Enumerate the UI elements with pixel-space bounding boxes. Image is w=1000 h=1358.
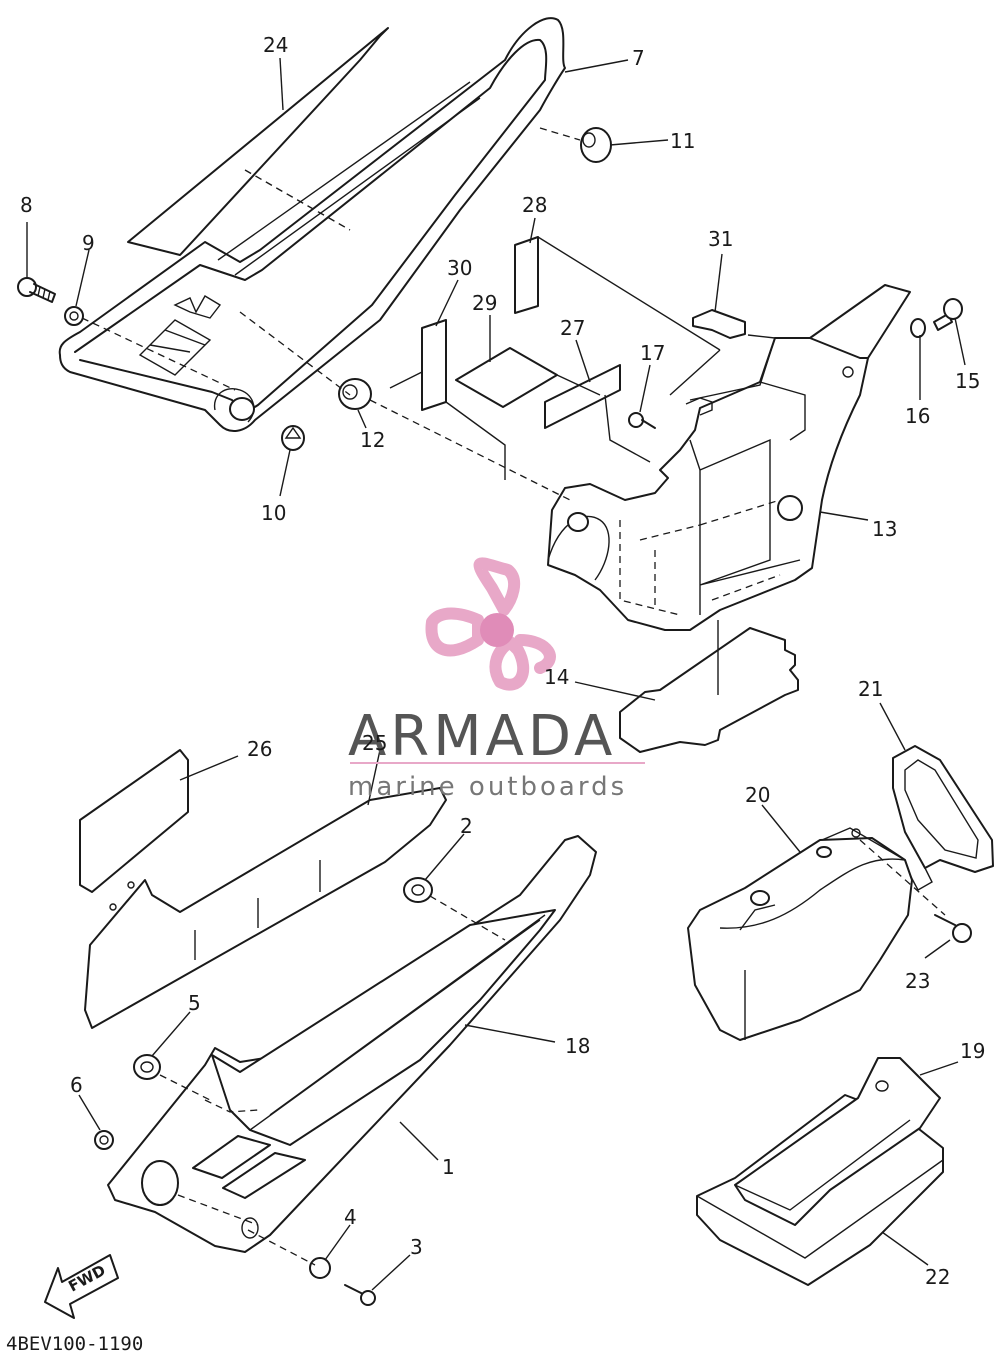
callout-5: 5: [188, 991, 201, 1015]
brand-name: ARMADA: [348, 704, 616, 769]
part-code: 4BEV100-1190: [6, 1333, 143, 1355]
part-11-grommet: [580, 127, 612, 163]
part-20-tool-bag: [687, 827, 913, 1041]
part-16-washer: [910, 318, 926, 338]
callout-2: 2: [460, 814, 473, 838]
callout-1: 1: [442, 1155, 455, 1179]
part-29-pad: [455, 347, 558, 408]
part-9-washer: [64, 306, 84, 326]
part-17-bolt: [628, 412, 656, 429]
part-1-side-cover: [107, 835, 597, 1253]
part-2-grommet: [403, 877, 433, 903]
callout-18: 18: [565, 1034, 590, 1058]
part-12-grommet: [338, 378, 372, 410]
callout-26: 26: [247, 737, 272, 761]
callout-16: 16: [905, 404, 930, 428]
callout-17: 17: [640, 341, 665, 365]
part-13-battery-box: [547, 284, 911, 631]
callout-8: 8: [20, 193, 33, 217]
armada-watermark: ARMADA marine outboards: [348, 557, 645, 802]
callout-21: 21: [858, 677, 883, 701]
callout-24: 24: [263, 33, 288, 57]
propeller-icon: [425, 557, 556, 691]
callout-31: 31: [708, 227, 733, 251]
callout-20: 20: [745, 783, 770, 807]
part-27-pad: [544, 364, 621, 429]
part-8-bolt: [17, 277, 56, 303]
part-4-washer: [309, 1257, 331, 1279]
part-31-clip: [689, 309, 776, 401]
part-3-screw: [344, 1284, 376, 1306]
callout-28: 28: [522, 193, 547, 217]
brand-tagline: marine outboards: [348, 772, 627, 802]
part-30-pad: [421, 319, 447, 411]
callout-3: 3: [410, 1235, 423, 1259]
leader-lines: [26, 57, 966, 1291]
callout-13: 13: [872, 517, 897, 541]
part-19-bag: [734, 1057, 941, 1226]
alignment-lines-lower: [159, 895, 506, 1266]
callout-12: 12: [360, 428, 385, 452]
fwd-arrow-icon: FWD: [44, 1254, 119, 1319]
callout-7: 7: [632, 46, 645, 70]
callout-29: 29: [472, 291, 497, 315]
part-5-grommet: [133, 1054, 161, 1080]
part-26-decal: [79, 749, 189, 893]
callout-22: 22: [925, 1265, 950, 1289]
callout-labels: 24 7 11 8 9 10 12 28 30 29 27 17 31 13 1…: [20, 33, 985, 1289]
callout-23: 23: [905, 969, 930, 993]
callout-10: 10: [261, 501, 286, 525]
callout-4: 4: [344, 1205, 357, 1229]
callout-27: 27: [560, 316, 585, 340]
tray-outline-dashed: [389, 236, 721, 480]
part-24-decal: [127, 27, 389, 256]
part-7-side-cover: [58, 17, 566, 432]
part-10-grommet: [281, 425, 305, 451]
callout-9: 9: [82, 231, 95, 255]
part-6-washer: [94, 1130, 114, 1150]
part-25-panel: [84, 787, 447, 1029]
part-14-mat: [619, 620, 799, 753]
callout-14: 14: [544, 665, 569, 689]
callout-19: 19: [960, 1039, 985, 1063]
alignment-lines-upper: [81, 127, 581, 501]
part-21-bracket: [892, 745, 994, 891]
callout-11: 11: [670, 129, 695, 153]
part-23-bolt: [859, 839, 972, 943]
part-15-bolt: [933, 298, 963, 331]
part-28-pad: [514, 236, 539, 314]
callout-30: 30: [447, 256, 472, 280]
callout-25: 25: [362, 731, 387, 755]
callout-15: 15: [955, 369, 980, 393]
callout-6: 6: [70, 1073, 83, 1097]
